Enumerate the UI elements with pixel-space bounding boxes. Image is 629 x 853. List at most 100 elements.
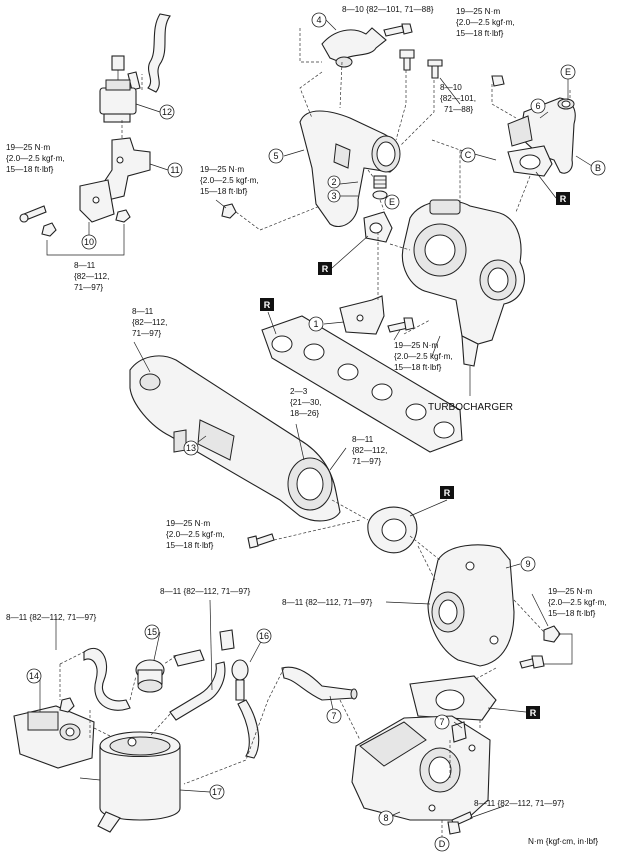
svg-text:19—25 N·m: 19—25 N·m: [6, 143, 50, 152]
bolt-left: [19, 205, 47, 223]
svg-text:R: R: [560, 194, 567, 204]
washer-3: [372, 190, 388, 200]
svg-text:18—26}: 18—26}: [290, 409, 319, 418]
torque-spec-hose-bolt: 8—10 {82—101, 71—88}: [342, 5, 434, 14]
svg-text:E: E: [389, 197, 395, 207]
svg-text:6: 6: [535, 101, 540, 111]
nut-10b: [115, 209, 131, 223]
replace-mark: R: [556, 192, 570, 205]
torque-spec-manifold-left: 8—11 {82—112, 71—97}: [132, 307, 167, 338]
svg-text:{82—112,: {82—112,: [352, 446, 387, 455]
svg-text:7: 7: [331, 711, 336, 721]
ref-c: C: [460, 147, 476, 163]
svg-text:{21—30,: {21—30,: [290, 398, 321, 407]
callout-3: 3: [327, 189, 341, 203]
ref-e-top: E: [560, 64, 576, 80]
ref-d: D: [434, 836, 450, 852]
callout-16: 16: [256, 628, 272, 644]
svg-text:9: 9: [525, 559, 530, 569]
hose-16b: [237, 699, 260, 759]
torque-spec-manifold-bolt: 19—25 N·m {2.0—2.5 kgf·m, 15—18 ft·lbf}: [166, 519, 225, 550]
units-note: N·m {kgf·cm, in·lbf}: [528, 837, 598, 846]
svg-text:4: 4: [316, 15, 321, 25]
check-valve-15: [135, 659, 165, 693]
svg-text:{82—112,: {82—112,: [74, 272, 109, 281]
callout-9: 9: [520, 556, 536, 572]
hose-7: [281, 666, 358, 701]
torque-spec-vacuum-pump: 8—11 {82—112, 71—97}: [6, 613, 97, 622]
callout-5: 5: [268, 148, 284, 164]
svg-text:8—10: 8—10: [440, 83, 462, 92]
svg-text:7: 7: [439, 717, 444, 727]
torque-spec-egr-right: 19—25 N·m {2.0—2.5 kgf·m, 15—18 ft·lbf}: [548, 587, 607, 618]
bolt-9b: [519, 655, 545, 669]
svg-text:1: 1: [313, 319, 318, 329]
callout-7a: 7: [326, 708, 342, 724]
ref-b: B: [590, 160, 606, 176]
callout-7b: 7: [434, 714, 450, 730]
intake-manifold-13: [129, 355, 341, 522]
svg-text:D: D: [439, 839, 446, 849]
svg-text:71—97}: 71—97}: [352, 457, 381, 466]
replace-mark: R: [318, 262, 332, 275]
svg-text:8—11: 8—11: [74, 261, 96, 270]
torque-spec-left: 19—25 N·m {2.0—2.5 kgf·m, 15—18 ft·lbf}: [6, 143, 65, 174]
svg-text:{2.0—2.5 kgf·m,: {2.0—2.5 kgf·m,: [456, 18, 515, 27]
svg-text:8—11: 8—11: [132, 307, 154, 316]
replace-mark: R: [526, 706, 540, 719]
svg-text:2—3: 2—3: [290, 387, 308, 396]
hose-bottom-left: [83, 647, 131, 711]
svg-text:19—25 N·m: 19—25 N·m: [200, 165, 244, 174]
torque-spec-bracket: 19—25 N·m {2.0—2.5 kgf·m, 15—18 ft·lbf}: [394, 341, 453, 372]
spring-2: [373, 175, 387, 189]
torque-spec-egr-housing: 8—11 {82—112, 71—97}: [282, 598, 373, 607]
svg-text:10: 10: [84, 237, 94, 247]
torque-spec-flange: 8—11 {82—112, 71—97}: [352, 435, 387, 466]
torque-spec-stud: 8—10 {82—101, 71—88}: [440, 83, 476, 114]
svg-text:13: 13: [186, 443, 196, 453]
egr-housing-9: [427, 544, 515, 667]
bolt-13: [247, 533, 275, 549]
bolt-1: [387, 317, 415, 333]
nut-14: [59, 697, 75, 713]
callout-1: 1: [308, 316, 324, 332]
svg-text:{2.0—2.5 kgf·m,: {2.0—2.5 kgf·m,: [6, 154, 65, 163]
torque-spec-hose-clamp: 8—11 {82—112, 71—97}: [160, 587, 251, 596]
callout-4: 4: [311, 12, 327, 28]
turbocharger-label: TURBOCHARGER: [428, 402, 513, 413]
svg-text:B: B: [595, 163, 601, 173]
gasket-r1: [363, 211, 393, 243]
svg-text:E: E: [565, 67, 571, 77]
egr-gasket-round: [367, 506, 418, 554]
egr-valve-8: [351, 715, 491, 821]
hose-7b: [451, 721, 467, 743]
egr-valve-gasket: [409, 675, 497, 721]
svg-text:19—25 N·m: 19—25 N·m: [456, 7, 500, 16]
bolt-8: [447, 811, 473, 835]
svg-text:{82—112,: {82—112,: [132, 318, 167, 327]
svg-text:3: 3: [331, 191, 336, 201]
ref-e-mid: E: [384, 194, 400, 210]
svg-text:71—88}: 71—88}: [444, 105, 473, 114]
svg-text:19—25 N·m: 19—25 N·m: [166, 519, 210, 528]
svg-text:15—18 ft·lbf}: 15—18 ft·lbf}: [166, 541, 214, 550]
torque-spec-egr-valve: 8—11 {82—112, 71—97}: [474, 799, 565, 808]
callout-11: 11: [167, 162, 183, 178]
vacuum-hose-top: [127, 13, 171, 93]
svg-text:19—25 N·m: 19—25 N·m: [394, 341, 438, 350]
svg-text:R: R: [264, 300, 271, 310]
gasket-6: [507, 145, 553, 177]
svg-text:8—11 {82—112, 71—97}: 8—11 {82—112, 71—97}: [160, 587, 251, 596]
torque-spec-manifold: 19—25 N·m {2.0—2.5 kgf·m, 15—18 ft·lbf}: [200, 165, 259, 196]
intake-pipe-5: [299, 110, 401, 227]
svg-text:11: 11: [170, 165, 179, 175]
replace-mark: R: [260, 298, 274, 311]
callout-15: 15: [144, 624, 160, 640]
turbocharger: [401, 199, 525, 367]
callout-2: 2: [327, 175, 341, 189]
nut-10a: [41, 222, 57, 237]
manifold-gasket: [261, 315, 463, 453]
svg-text:14: 14: [29, 671, 39, 681]
svg-text:15—18 ft·lbf}: 15—18 ft·lbf}: [548, 609, 596, 618]
